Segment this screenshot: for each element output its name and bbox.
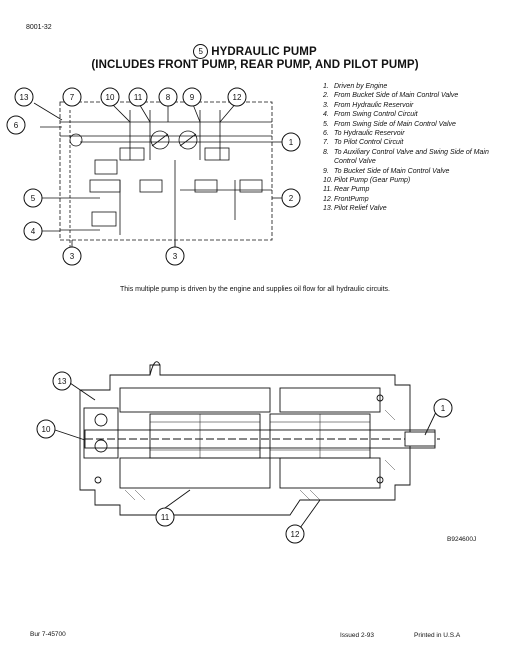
chamber [279,387,381,413]
leader-line [164,489,191,509]
legend-item: 10.Pilot Pump (Gear Pump) [323,177,411,185]
callout-12: 12 [233,93,242,102]
callout-5: 5 [31,194,36,203]
valve-block [119,147,145,161]
valve-block [91,211,117,227]
gear [94,439,108,453]
chamber [279,457,381,489]
callout-10: 10 [106,93,115,102]
legend-item: 9.To Bucket Side of Main Control Valve [323,167,450,175]
parts-legend: 1.Driven by Engine 2.From Bucket Side of… [323,82,505,214]
document-id: 8001-32 [26,24,52,31]
footer-printed: Printed in U.S.A [414,632,461,639]
legend-item: 3.From Hydraulic Reservoir [323,101,414,109]
leader-line [54,429,86,441]
schematic-line [179,133,197,147]
housing-lug [149,361,161,376]
leader-line [299,499,321,529]
title-line-2: (INCLUDES FRONT PUMP, REAR PUMP, AND PIL… [91,59,419,71]
pump-housing [79,364,411,516]
leader-line [33,102,63,121]
figure-caption: This multiple pump is driven by the engi… [119,286,391,293]
leader-line [69,382,96,401]
pilot-pump-symbol [69,133,83,147]
callout-9: 9 [190,93,195,102]
gear [94,413,108,427]
gear-pump [83,407,119,459]
legend-item: 2.From Bucket Side of Main Control Valve [323,92,459,100]
rear-pump-symbol [150,130,170,150]
valve-block [204,147,230,161]
callout-8: 8 [166,93,171,102]
valve-block [94,159,118,175]
legend-item: 4.From Swing Control Circuit [323,111,418,119]
callout-2: 2 [289,194,294,203]
callout-11: 11 [134,93,143,102]
pump-cutaway-drawing: 13 10 1 11 12 [36,361,453,544]
cutaway-callout-11: 11 [161,513,170,522]
callout-7: 7 [70,93,75,102]
chamber [119,457,271,489]
callout-1: 1 [289,138,294,147]
chamber [119,387,271,413]
cutaway-callout-13: 13 [58,377,67,386]
schematic-line [151,133,169,147]
callout-6: 6 [14,121,19,130]
legend-item: 8.To Auxiliary Control Valve and Swing S… [323,148,489,166]
legend-item: 5.From Swing Side of Main Control Valve [323,120,456,128]
rear-cylinder-block [149,413,261,459]
valve-block [139,179,163,193]
figure-id: B924600J [447,536,477,543]
callout-4: 4 [31,227,36,236]
legend-item: 11.Rear Pump [323,186,370,194]
footer-issue-date: Issued 2-93 [340,632,374,639]
front-pump-symbol [178,130,198,150]
legend-item: 1.Driven by Engine [323,83,388,90]
title-text-1: HYDRAULIC PUMP [211,46,317,58]
shaft-end [404,431,436,447]
leader-line [424,411,437,436]
cutaway-callout-1: 1 [441,404,446,413]
legend-item: 12.FrontPump [323,195,369,203]
valve-block [194,179,218,193]
footer-document-number: Bur 7-45700 [30,631,66,638]
legend-item: 6.To Hydraulic Reservoir [323,130,405,138]
legend-item: 7.To Pilot Control Circuit [323,139,404,147]
legend-item: 13.Pilot Relief Valve [323,205,387,213]
callout-13: 13 [20,93,29,102]
cutaway-callout-10: 10 [42,425,51,434]
hydraulic-schematic: 13 7 10 11 8 9 12 6 1 5 2 4 3 3 [6,87,301,266]
valve-block [239,179,263,193]
valve-block [89,179,121,193]
callout-3b: 3 [173,252,178,261]
callout-3a: 3 [70,252,75,261]
section-badge: 5 [193,44,209,59]
cutaway-callout-12: 12 [291,530,300,539]
